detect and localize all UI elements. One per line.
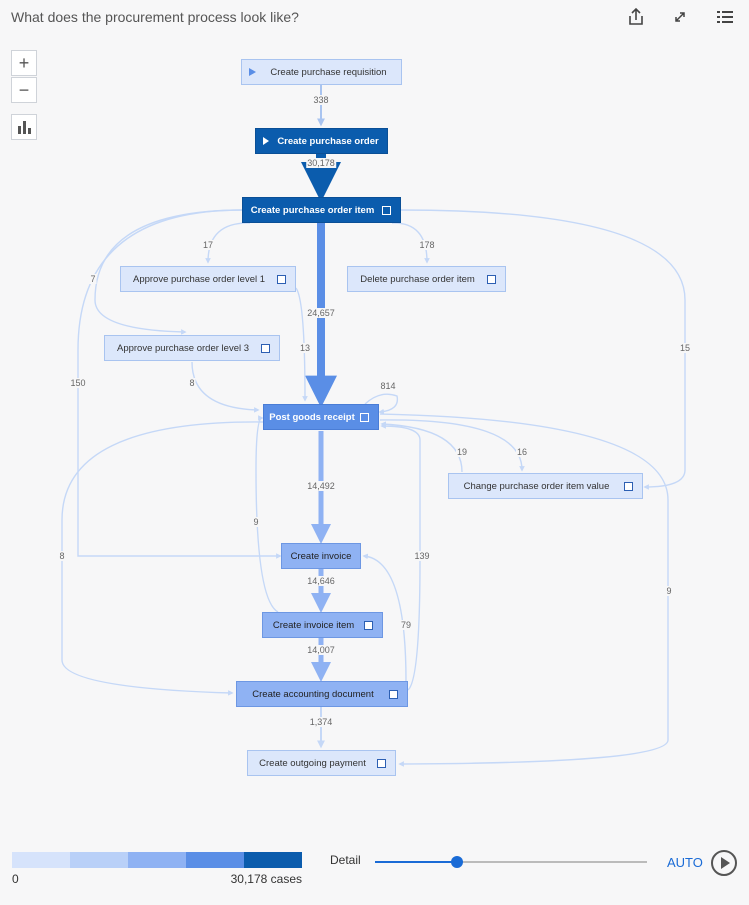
activity-label: Approve purchase order level 3 [116,342,250,354]
edge-count-label: 14,492 [306,481,336,491]
edge-count-label: 16 [515,447,529,457]
auto-button[interactable]: AUTO [667,855,703,870]
edge-count-label: 8 [58,551,66,561]
select-checkbox[interactable] [389,689,398,699]
edge-count-label: 9 [665,586,673,596]
legend-swatch [186,852,244,868]
select-checkbox[interactable] [382,205,391,215]
flow-edge-cad-to-ci[interactable] [362,553,407,682]
page-title: What does the procurement process look l… [11,9,299,25]
select-checkbox[interactable] [360,412,369,422]
legend-swatch [128,852,186,868]
detail-label: Detail [330,853,361,867]
flow-edge-ap1-to-pgr[interactable] [295,287,308,402]
flow-edge-cpoiv-to-pgr[interactable] [380,421,463,473]
activity-node-ap1[interactable]: Approve purchase order level 1 [120,266,296,292]
select-checkbox[interactable] [487,274,496,284]
legend-swatch [12,852,70,868]
expand-icon[interactable] [669,6,691,28]
edge-count-label: 17 [201,240,215,250]
legend-swatch [244,852,302,868]
activity-label: Create accounting document [252,688,374,700]
activity-label: Create purchase order [277,135,379,147]
activity-node-cpo[interactable]: Create purchase order [255,128,388,154]
edge-count-label: 9 [252,517,260,527]
activity-label: Create invoice item [272,619,355,631]
flow-edge-cpoi-to-ap1[interactable] [205,222,251,264]
edge-count-label: 14,646 [306,576,336,586]
zoom-in-button[interactable]: + [11,50,37,76]
activity-node-cpoiv[interactable]: Change purchase order item value [448,473,643,499]
select-checkbox[interactable] [624,481,633,491]
edge-count-label: 139 [413,551,431,561]
flow-edge-ap3-to-pgr[interactable] [191,361,260,413]
legend-min-label: 0 [12,872,19,886]
edge-count-label: 79 [399,620,413,630]
legend-swatch [70,852,128,868]
start-icon [263,137,269,145]
flow-edge-pgr-to-cop[interactable] [379,413,669,767]
slider-fill [375,861,457,863]
activity-node-cpoi[interactable]: Create purchase order item [242,197,401,223]
flow-edge-cpoi-to-ap3[interactable] [94,209,245,335]
edge-count-label: 178 [418,240,436,250]
flow-edge-cii-to-pgr[interactable] [255,415,279,613]
activity-label: Change purchase order item value [463,480,610,492]
select-checkbox[interactable] [377,758,386,768]
edge-count-label: 13 [298,343,312,353]
activity-label: Create outgoing payment [259,757,366,769]
flow-edge-pgr-to-pgr[interactable] [364,393,399,415]
select-checkbox[interactable] [261,343,270,353]
flow-edge-cad-to-pgr[interactable] [380,423,421,691]
flow-edge-cpoi-to-cpoiv[interactable] [400,209,686,490]
activity-node-dpoi[interactable]: Delete purchase order item [347,266,506,292]
edge-count-label: 30,178 [306,158,336,168]
zoom-out-button[interactable]: − [11,77,37,103]
edge-count-label: 19 [455,447,469,457]
activity-label: Delete purchase order item [360,273,475,285]
activity-label: Create purchase requisition [270,66,387,78]
edge-count-label: 338 [312,95,330,105]
activity-node-cad[interactable]: Create accounting document [236,681,408,707]
edge-count-label: 150 [69,378,87,388]
flow-edge-cpoi-to-dpoi[interactable] [391,222,430,264]
activity-node-cii[interactable]: Create invoice item [262,612,383,638]
flow-edge-pgr-to-cpoiv[interactable] [379,419,525,472]
activity-node-cpr[interactable]: Create purchase requisition [241,59,402,85]
activity-label: Create purchase order item [250,204,375,216]
activity-label: Create invoice [290,550,352,562]
edge-count-label: 1,374 [308,717,334,727]
activity-label: Post goods receipt [269,411,355,423]
activity-node-pgr[interactable]: Post goods receipt [263,404,379,430]
legend-scale [12,852,302,868]
edge-count-label: 814 [379,381,397,391]
legend-max-label: 30,178 cases [230,872,302,886]
edge-count-label: 7 [89,274,97,284]
activity-node-ap3[interactable]: Approve purchase order level 3 [104,335,280,361]
activity-label: Approve purchase order level 1 [132,273,266,285]
edge-count-label: 14,007 [306,645,336,655]
edge-count-label: 15 [678,343,692,353]
edge-count-label: 8 [188,378,196,388]
list-icon[interactable] [714,6,736,28]
flow-edge-cpoi-to-ci[interactable] [77,209,282,559]
share-icon[interactable] [625,6,647,28]
play-icon[interactable] [711,850,737,876]
detail-slider[interactable] [375,856,647,868]
flow-edge-pgr-to-cad[interactable] [61,421,265,696]
select-checkbox[interactable] [277,274,286,284]
chart-icon[interactable] [11,114,37,140]
select-checkbox[interactable] [364,620,373,630]
edge-count-label: 24,657 [306,308,336,318]
activity-node-cop[interactable]: Create outgoing payment [247,750,396,776]
activity-node-ci[interactable]: Create invoice [281,543,361,569]
slider-knob[interactable] [450,856,463,868]
start-icon [249,68,256,76]
